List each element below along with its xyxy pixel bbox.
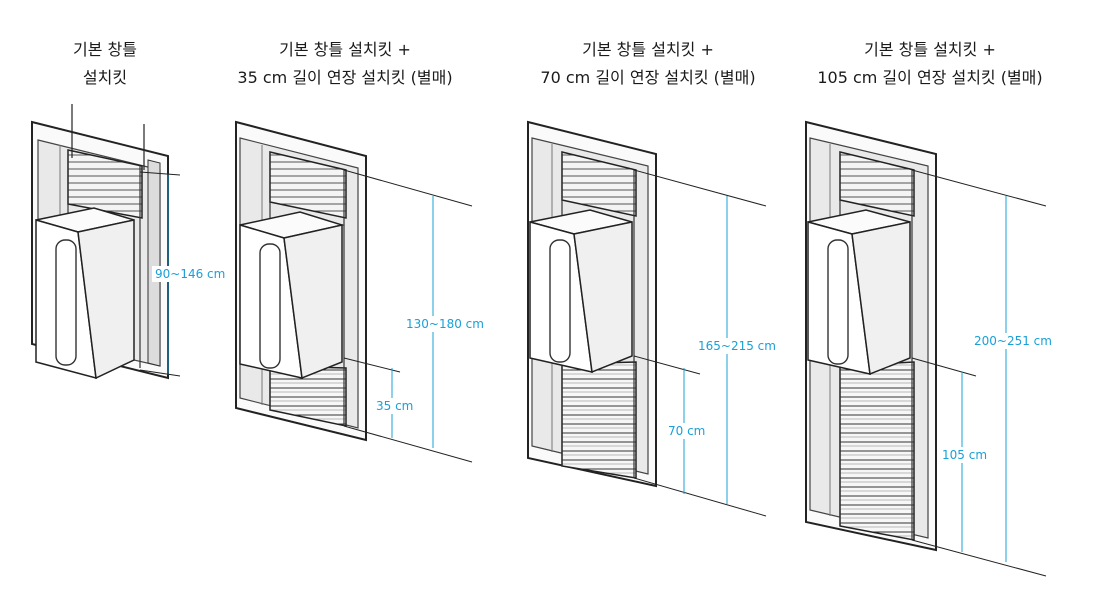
caption-line-2: 35 cm 길이 연장 설치킷 (별매) [237,68,453,87]
window-kit-panel [561,151,637,479]
caption-line-2: 105 cm 길이 연장 설치킷 (별매) [817,68,1043,87]
caption-105cm-kit: 기본 창틀 설치킷 + 105 cm 길이 연장 설치킷 (별매) [795,36,1065,92]
caption-35cm-kit: 기본 창틀 설치킷 + 35 cm 길이 연장 설치킷 (별매) [215,36,475,92]
window-kit-panel [67,149,143,368]
caption-line-2: 설치킷 [82,68,128,87]
caption-line-1: 기본 창틀 설치킷 + [279,40,411,59]
caption-line-2: 70 cm 길이 연장 설치킷 (별매) [540,68,756,87]
panel-105cm-kit: 200~251 cm 105 cm [805,120,1052,577]
dimension-label: 200~251 cm [974,334,1052,348]
caption-basic-kit: 기본 창틀 설치킷 [45,36,165,92]
caption-70cm-kit: 기본 창틀 설치킷 + 70 cm 길이 연장 설치킷 (별매) [518,36,778,92]
panel-basic-kit: 90~146 cm [31,104,225,380]
window-kit-panel [269,151,347,427]
panel-70cm-kit: 165~215 cm 70 cm [527,120,776,517]
dimension-label: 105 cm [942,448,987,462]
dimension-label: 130~180 cm [406,317,484,331]
dimension-label: 35 cm [376,399,413,413]
air-conditioner-unit [807,209,911,376]
dimension-label: 90~146 cm [155,267,225,281]
air-conditioner-unit [529,209,633,374]
caption-line-1: 기본 창틀 설치킷 + [582,40,714,59]
caption-line-1: 기본 창틀 설치킷 + [864,40,996,59]
dimension-label: 70 cm [668,424,705,438]
air-conditioner-unit [35,207,135,380]
panel-35cm-kit: 130~180 cm 35 cm [235,120,484,463]
air-conditioner-unit [239,211,345,380]
dimension-label: 165~215 cm [698,339,776,353]
caption-line-1: 기본 창틀 [73,40,137,59]
